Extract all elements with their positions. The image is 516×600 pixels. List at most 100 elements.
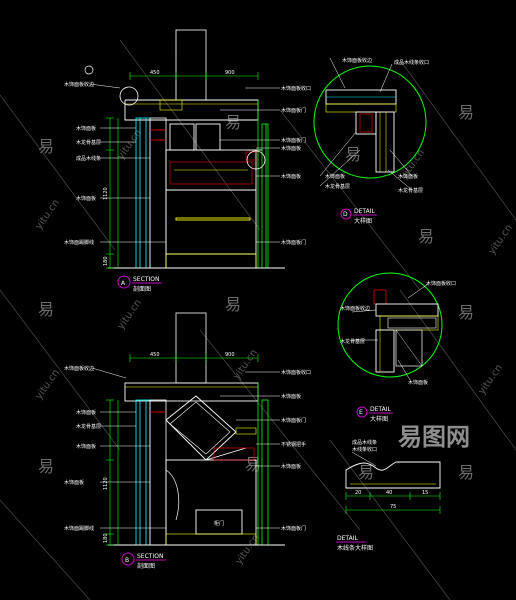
detail-1-title-marker [340,208,352,220]
section-a-dim-label: 450 [150,70,160,76]
section-b-dim-label: 180 [103,533,109,543]
section-a-callout: 木饰面板收口 [281,85,311,92]
section-a-callout: 木饰面板 [76,195,96,202]
section-b-slanted-panel [165,395,257,461]
section-a-dim-left [106,117,119,269]
section-b-drawing: 450 900 柜门 [64,312,311,570]
section-a-leaders [89,83,280,243]
section-a-dim-label: 1120 [103,187,109,200]
detail-1-callout: 木龙骨基层 [325,183,350,190]
section-a-title: SECTION [133,276,159,283]
section-a-callout: 成品木线条 [76,155,101,162]
detail-1-circle [313,65,427,179]
watermark-glyph: 易 [458,103,474,122]
section-b-chimney [175,312,207,384]
section-b-callout: 木饰面板收边 [64,365,94,372]
section-b-title-marker [121,552,135,566]
watermark-url: yitu.cn [33,368,62,402]
detail-1-leaders [319,57,413,191]
section-a-callout: 木饰面板门 [281,239,306,246]
section-a-drawing: 450 900 [64,29,311,293]
section-b-callout: 木饰面板 [281,463,301,470]
section-b-subtitle: 剖面图 [137,562,155,570]
detail-1-callout: 木龙骨基层 [398,187,423,194]
watermark-diagonals [0,39,516,600]
section-b-callout: 木饰面板门 [281,417,306,424]
section-a-marker-letter: A [121,280,126,287]
detail-3-dims [345,492,441,514]
section-a-chimney [175,29,207,101]
section-b-callout: 木饰面板 [76,409,96,416]
detail-1-subtitle: 大样图 [354,217,372,225]
section-a-callout: 木龙骨基层 [76,139,101,146]
detail-3-subtitle: 木线条大样图 [337,544,373,552]
watermark-glyph: 易 [225,113,241,132]
section-b-callout: 木饰面板收口 [281,369,311,376]
detail-3-title: DETAIL [337,535,358,542]
section-b-callout: 木饰面踢脚线 [64,525,94,532]
detail-3-leader [351,451,377,467]
detail-3-dim-label: 20 [355,490,361,496]
watermark-glyph: 易 [38,457,54,476]
watermark-url: yitu.cn [115,298,144,332]
detail-1-callout: 木饰面板 [398,173,418,180]
section-a-dim-top [129,72,259,101]
detail-3-profile [345,461,441,489]
section-a-callout: 木饰面板门 [281,137,306,144]
section-b-left-panel [149,399,167,546]
section-a-callout: 木饰面板 [76,125,96,132]
detail-3-dim-label: 75 [390,504,396,510]
section-b-title: SECTION [137,553,163,560]
detail-2-circle [337,272,443,378]
detail-2-leaders [351,283,429,381]
detail-3-callout: 成品木线条 [352,439,377,446]
watermark-glyph: 易 [358,463,374,482]
detail-1-drawing: 木饰面板收边 木饰面板 木龙骨基层 成品木线条收口 木饰面板 木龙骨基层 D D… [313,57,429,225]
watermark-glyph: 易 [458,463,474,482]
watermark-url: yitu.cn [231,348,260,382]
detail-3-callout: 木线条收口 [352,446,377,453]
section-b-dim-label: 1120 [103,477,109,490]
detail-3-dim-label: 40 [386,490,392,496]
section-b-callout: 木饰面板 [64,479,84,486]
section-b-callout: 木饰面板门 [281,525,306,532]
detail-1-callout: 成品木线条收口 [394,59,429,66]
detail-2-title: DETAIL [370,406,391,413]
section-b-dim-label: 900 [225,352,235,358]
detail-2-marker-letter: E [359,409,363,416]
section-a-callout: 木饰面踢脚线 [64,239,94,246]
watermark-glyph: 易 [418,227,434,246]
section-b-callout: 木饰面板 [281,393,301,400]
section-b-dim-label: 450 [150,352,160,358]
detail-1-title: DETAIL [354,208,375,215]
section-b-dim-left [106,399,119,546]
section-a-cabinet [165,123,262,269]
detail-3-dim-label: 15 [422,490,428,496]
watermark-glyph: 易 [345,145,361,164]
detail-1-callout: 木饰面板 [325,173,345,180]
section-a-level-marker [84,65,94,75]
section-b-dim-top [129,354,259,362]
watermark-url: yitu.cn [33,198,62,232]
watermark-glyph: 易 [225,295,241,314]
detail-2-callout: 木饰面板收口 [426,280,456,287]
detail-1-callout: 木饰面板收边 [342,57,372,64]
section-b-callout: 木龙骨基层 [76,423,101,430]
section-a-detail-circle [119,86,139,106]
section-b-marker-letter: B [125,557,129,564]
detail-2-callout: 木饰面板收边 [340,305,370,312]
watermark-glyph: 易 [458,303,474,322]
watermark-url: yitu.cn [486,223,515,257]
detail-2-title-marker [356,406,368,418]
section-a-detail-circle [246,150,266,170]
detail-2-callout: 木饰面板 [408,379,428,386]
detail-1-marker-letter: D [343,211,348,218]
watermark-glyph: 易 [38,300,54,319]
section-b-callout: 木饰面板 [76,443,96,450]
section-b-left-frame [135,399,151,546]
section-a-callout: 木饰面板收边 [64,81,94,88]
detail-2-drawing: 木饰面板收边 木龙骨基层 木饰面板收口 木饰面板 E DETAIL 大样图 [337,272,456,423]
watermark-glyph: 易 [245,455,261,474]
section-b-door-label: 柜门 [214,520,224,527]
